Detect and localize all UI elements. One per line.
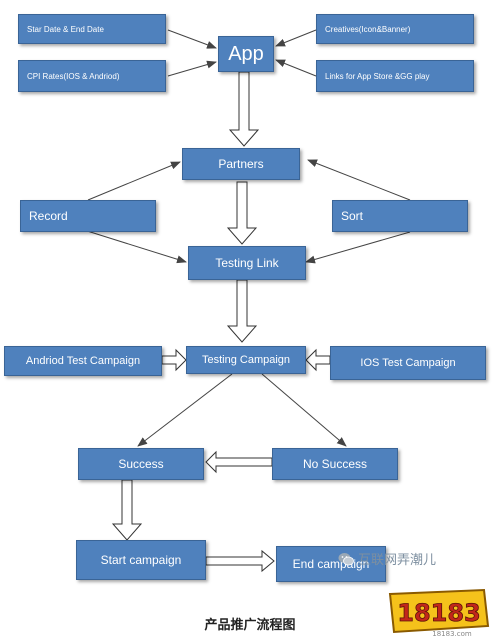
- site-logo: 18183 18183.com: [388, 588, 490, 638]
- node-store-links: Links for App Store &GG play: [316, 60, 474, 92]
- edge-links-to-app: [275, 59, 317, 77]
- block-arrow-app-to-partners: [228, 71, 260, 147]
- block-arrow-testing-link-to-campaign: [226, 279, 258, 343]
- edge-dates-to-app: [167, 29, 217, 49]
- edge-sort-to-testing-link: [305, 231, 411, 264]
- node-app: App: [218, 36, 274, 72]
- block-arrow-android-to-campaign: [161, 348, 187, 372]
- wechat-icon: [338, 552, 354, 565]
- node-start-campaign: Start campaign: [76, 540, 206, 580]
- watermark-text: 互联网弄潮儿: [358, 553, 437, 568]
- node-cpi-rates: CPI Rates(IOS & Andriod): [18, 60, 166, 92]
- block-arrow-success-to-start: [111, 479, 143, 541]
- edge-campaign-to-success: [137, 373, 233, 447]
- node-creatives: Creatives(Icon&Banner): [316, 14, 474, 44]
- edge-record-to-testing-link: [83, 229, 187, 264]
- node-ios-test-campaign: IOS Test Campaign: [330, 346, 486, 380]
- node-testing-link: Testing Link: [188, 246, 306, 280]
- block-arrow-start-to-end: [205, 549, 275, 573]
- block-arrow-partners-to-testing-link: [226, 181, 258, 245]
- edge-creatives-to-app: [275, 29, 317, 47]
- block-arrow-ios-to-campaign: [305, 348, 331, 372]
- edge-campaign-to-no-success: [261, 373, 347, 447]
- node-start-end-date: Star Date & End Date: [18, 14, 166, 44]
- node-android-test-campaign: Andriod Test Campaign: [4, 346, 162, 376]
- figure-caption: 产品推广流程图: [204, 618, 296, 633]
- edge-sort-to-partners: [307, 159, 411, 201]
- edge-cpi-to-app: [167, 60, 217, 77]
- node-no-success: No Success: [272, 448, 398, 480]
- node-partners: Partners: [182, 148, 300, 180]
- node-testing-campaign: Testing Campaign: [186, 346, 306, 374]
- svg-text:18183.com: 18183.com: [432, 630, 472, 638]
- node-sort: Sort: [332, 200, 468, 232]
- svg-text:18183: 18183: [397, 599, 481, 627]
- edge-record-to-partners: [87, 161, 181, 201]
- node-end-campaign: End campaign: [276, 546, 386, 582]
- node-record: Record: [20, 200, 156, 232]
- watermark: 互联网弄潮儿: [338, 549, 436, 568]
- block-arrow-no-success-to-success: [205, 450, 273, 474]
- node-success: Success: [78, 448, 204, 480]
